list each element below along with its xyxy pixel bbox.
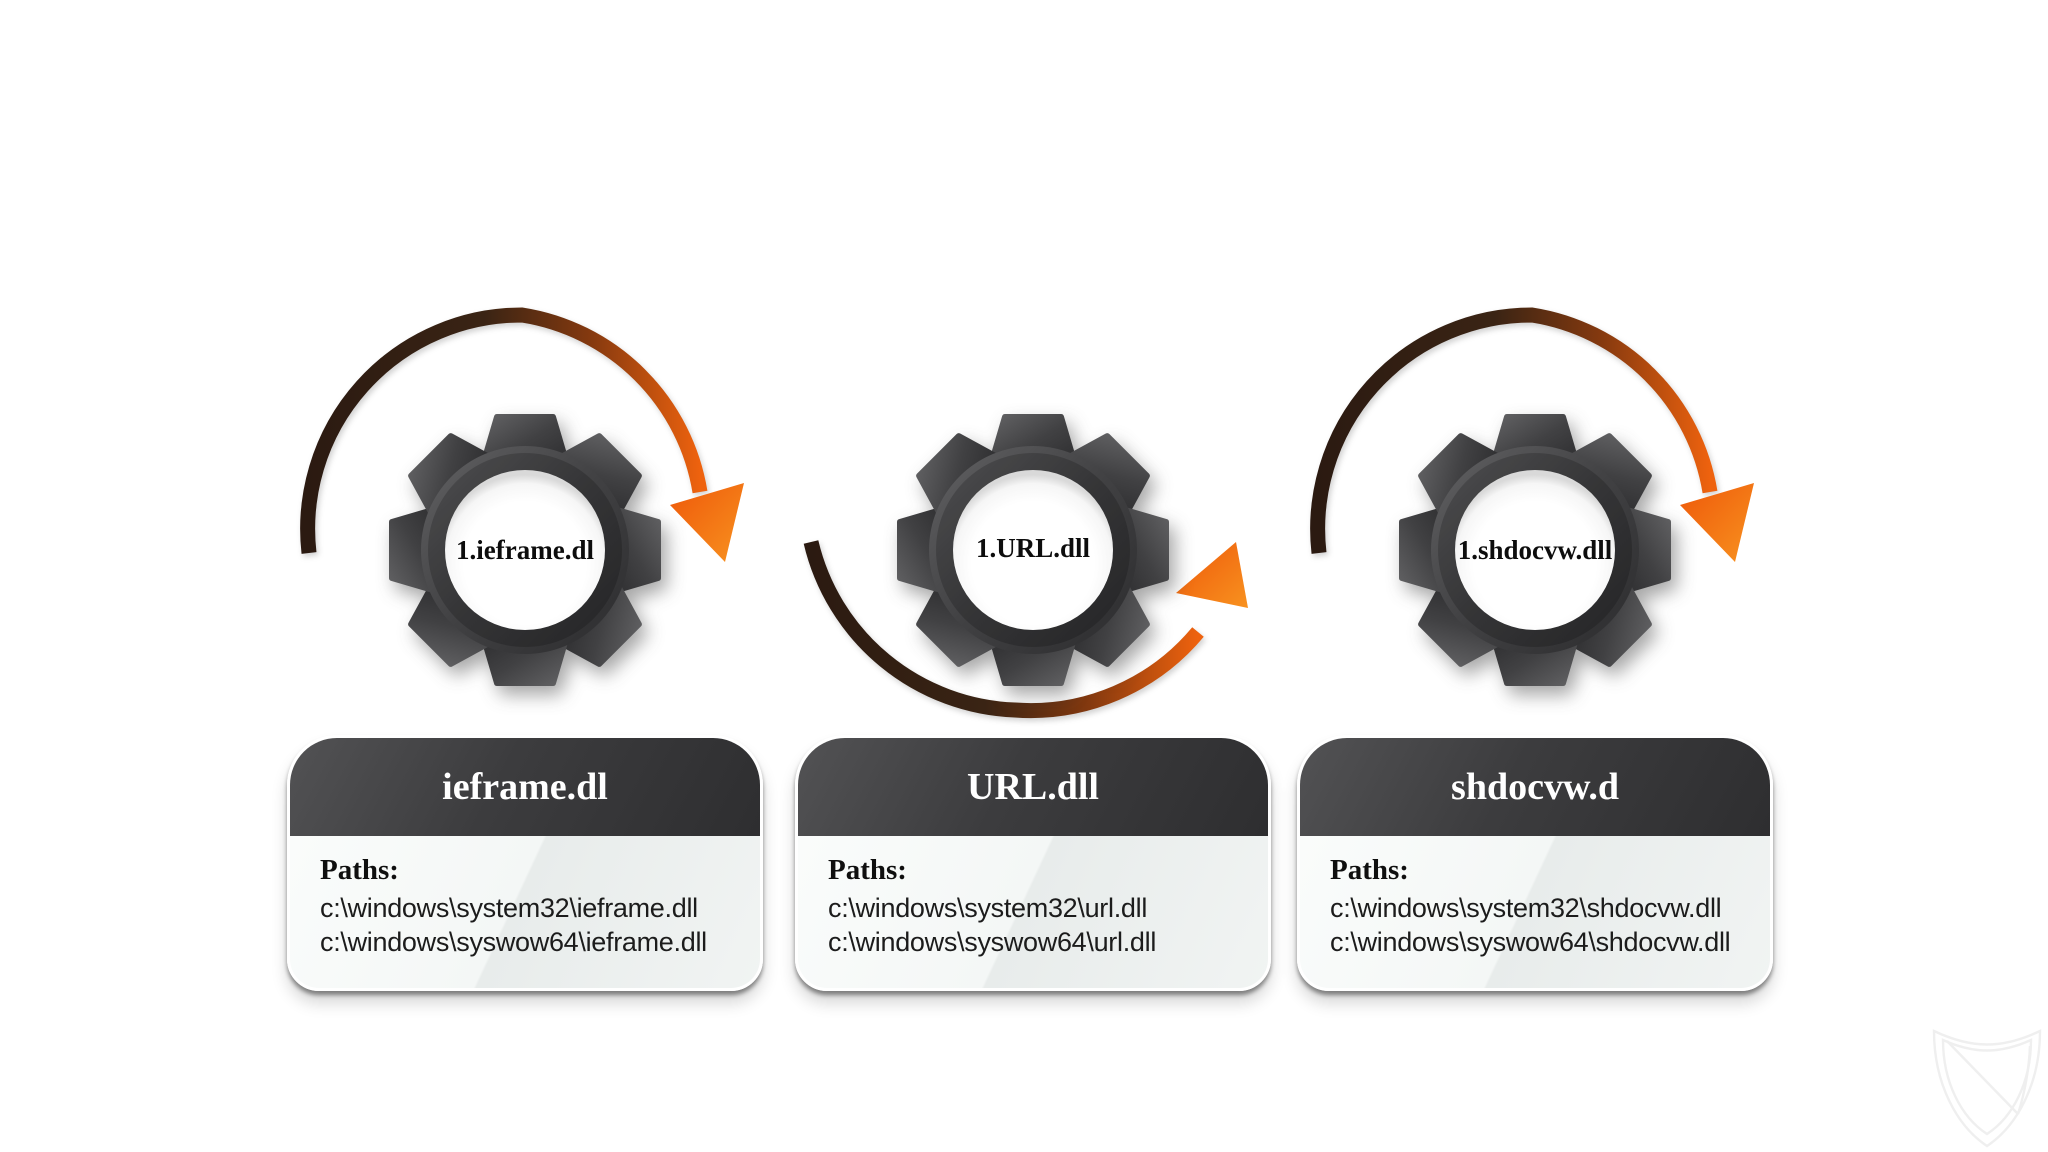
gear-label: 1.shdocvw.dll <box>1458 535 1613 565</box>
paths-label: Paths: <box>1330 854 1409 886</box>
arrowhead-icon <box>670 483 744 562</box>
card-header: ieframe.dl <box>290 738 760 836</box>
rotation-arrow-icon <box>1310 307 1754 562</box>
path-line: c:\windows\syswow64\url.dll <box>828 927 1157 957</box>
card-title: shdocvw.d <box>1451 766 1619 808</box>
rotation-arrow-icon <box>300 307 744 562</box>
gear-rotation-graphic: 1.shdocvw.dll <box>1310 307 1754 750</box>
card-header: shdocvw.d <box>1300 738 1770 836</box>
gear-label: 1.ieframe.dl <box>456 535 594 565</box>
path-line: c:\windows\syswow64\ieframe.dll <box>320 927 707 957</box>
module-shdocvw: 1.shdocvw.dll shdocvw.d Paths: c:\window… <box>1295 0 1775 1152</box>
paths-label: Paths: <box>828 854 907 886</box>
card-body: Paths: c:\windows\system32\shdocvw.dll c… <box>1300 836 1770 988</box>
module-url: 1.URL.dll URL.dll Paths: c:\windows\syst… <box>793 0 1273 1152</box>
arrowhead-icon <box>1176 542 1248 608</box>
gear-rotation-graphic: 1.URL.dll <box>803 270 1248 719</box>
path-line: c:\windows\system32\shdocvw.dll <box>1330 893 1722 923</box>
gear-label: 1.URL.dll <box>976 533 1091 563</box>
card-title: URL.dll <box>967 766 1099 808</box>
paths-label: Paths: <box>320 854 399 886</box>
dll-card: ieframe.dl Paths: c:\windows\system32\ie… <box>287 735 763 991</box>
path-line: c:\windows\syswow64\shdocvw.dll <box>1330 927 1731 957</box>
card-body: Paths: c:\windows\system32\url.dll c:\wi… <box>798 836 1268 988</box>
card-body: Paths: c:\windows\system32\ieframe.dll c… <box>290 836 760 988</box>
arrowhead-icon <box>1680 483 1754 562</box>
dll-card: URL.dll Paths: c:\windows\system32\url.d… <box>795 735 1271 991</box>
module-ieframe: 1.ieframe.dl ieframe.dl Paths: c:\window… <box>285 0 765 1152</box>
shield-watermark-icon <box>1932 1029 2042 1148</box>
card-title: ieframe.dl <box>442 766 608 808</box>
dll-card: shdocvw.d Paths: c:\windows\system32\shd… <box>1297 735 1773 991</box>
gear-rotation-graphic: 1.ieframe.dl <box>300 307 744 750</box>
path-line: c:\windows\system32\ieframe.dll <box>320 893 698 923</box>
card-header: URL.dll <box>798 738 1268 836</box>
path-line: c:\windows\system32\url.dll <box>828 893 1148 923</box>
rotation-arrow-icon <box>803 540 1248 719</box>
